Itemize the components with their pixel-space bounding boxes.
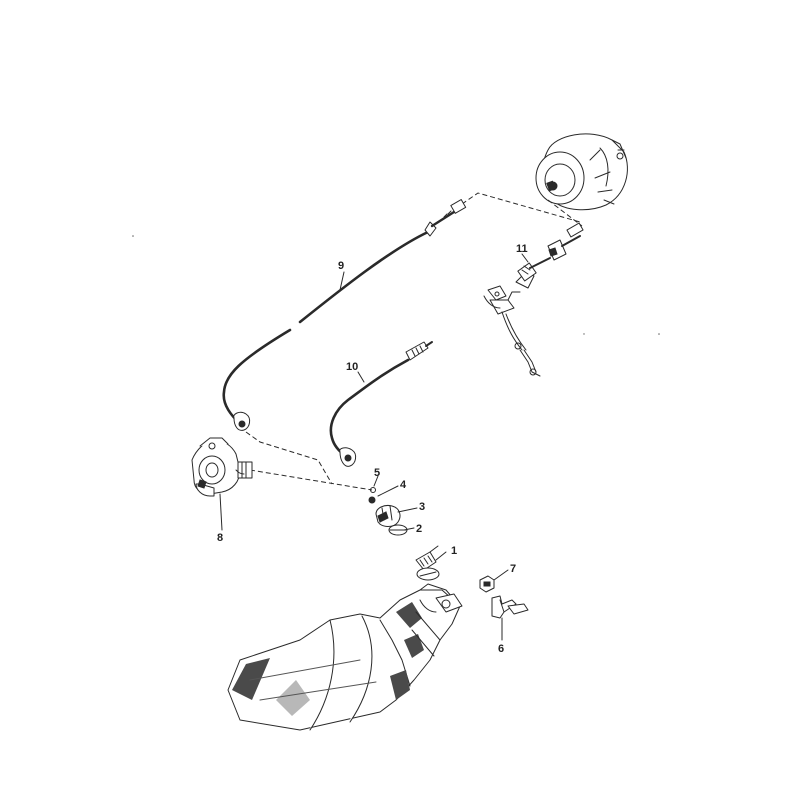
speed-sensor-8: [191, 437, 253, 497]
callout-11: 11: [516, 243, 528, 255]
scan-specks: [132, 235, 660, 335]
drive-gear-1: [415, 545, 440, 581]
callout-10: 10: [346, 361, 358, 373]
callouts: 9 10 11 5 4 3 2 1 7 6 8: [217, 243, 528, 655]
alignment-line-sensor: [249, 469, 373, 491]
callout-8: 8: [217, 532, 223, 544]
speedometer-cable-9: [222, 199, 467, 431]
retainer-fork-6: [491, 595, 529, 619]
callout-7: 7: [510, 563, 516, 575]
alignment-line-cable-9-end: [245, 431, 333, 485]
small-hardware-2-5: [368, 487, 408, 536]
speedometer-head: [535, 133, 628, 211]
callout-1: 1: [451, 545, 457, 557]
callout-3: 3: [419, 501, 425, 513]
nut-7: [479, 575, 495, 593]
callout-4: 4: [400, 479, 407, 491]
transmission-housing: [227, 583, 463, 731]
speedometer-cable-10: [329, 341, 433, 467]
callout-6: 6: [498, 643, 504, 655]
adapter-11: [515, 222, 584, 289]
leader-lines: [219, 253, 529, 641]
callout-5: 5: [374, 467, 380, 479]
alignment-line-speedometer-cable: [461, 192, 581, 223]
mounting-bracket: [483, 285, 541, 377]
alignment-line-adapter: [547, 199, 583, 227]
callout-9: 9: [338, 260, 344, 272]
callout-2: 2: [416, 523, 422, 535]
